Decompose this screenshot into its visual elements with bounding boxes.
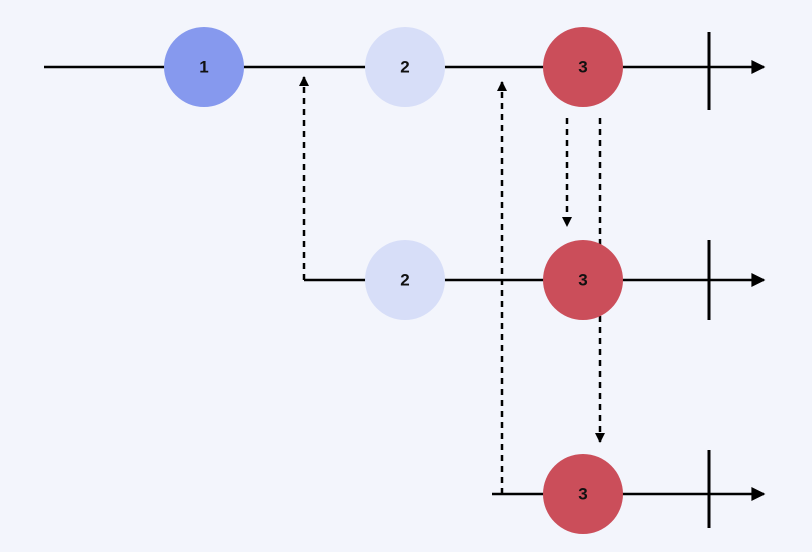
marble-middle-2: 2 — [365, 240, 445, 320]
marble-middle-2-circle — [365, 240, 445, 320]
timeline-bottom — [492, 450, 766, 528]
marble-top-2: 2 — [365, 27, 445, 107]
marble-top-3-label: 3 — [578, 58, 587, 77]
marble-middle-2-label: 2 — [400, 271, 409, 290]
marble-top-1-label: 1 — [199, 58, 208, 77]
marble-top-2-label: 2 — [400, 58, 409, 77]
marble-top-1-circle — [164, 27, 244, 107]
marble-top-2-circle — [365, 27, 445, 107]
marble-top-3-circle — [543, 27, 623, 107]
marble-middle-3: 3 — [543, 240, 623, 320]
marble-bottom-3-label: 3 — [578, 485, 587, 504]
marble-bottom-3: 3 — [543, 454, 623, 534]
marble-middle-3-circle — [543, 240, 623, 320]
marble-top-3: 3 — [543, 27, 623, 107]
marble-top-1: 1 — [164, 27, 244, 107]
marble-middle-3-label: 3 — [578, 271, 587, 290]
dashed-connectors — [299, 76, 605, 494]
marble-bottom-3-circle — [543, 454, 623, 534]
